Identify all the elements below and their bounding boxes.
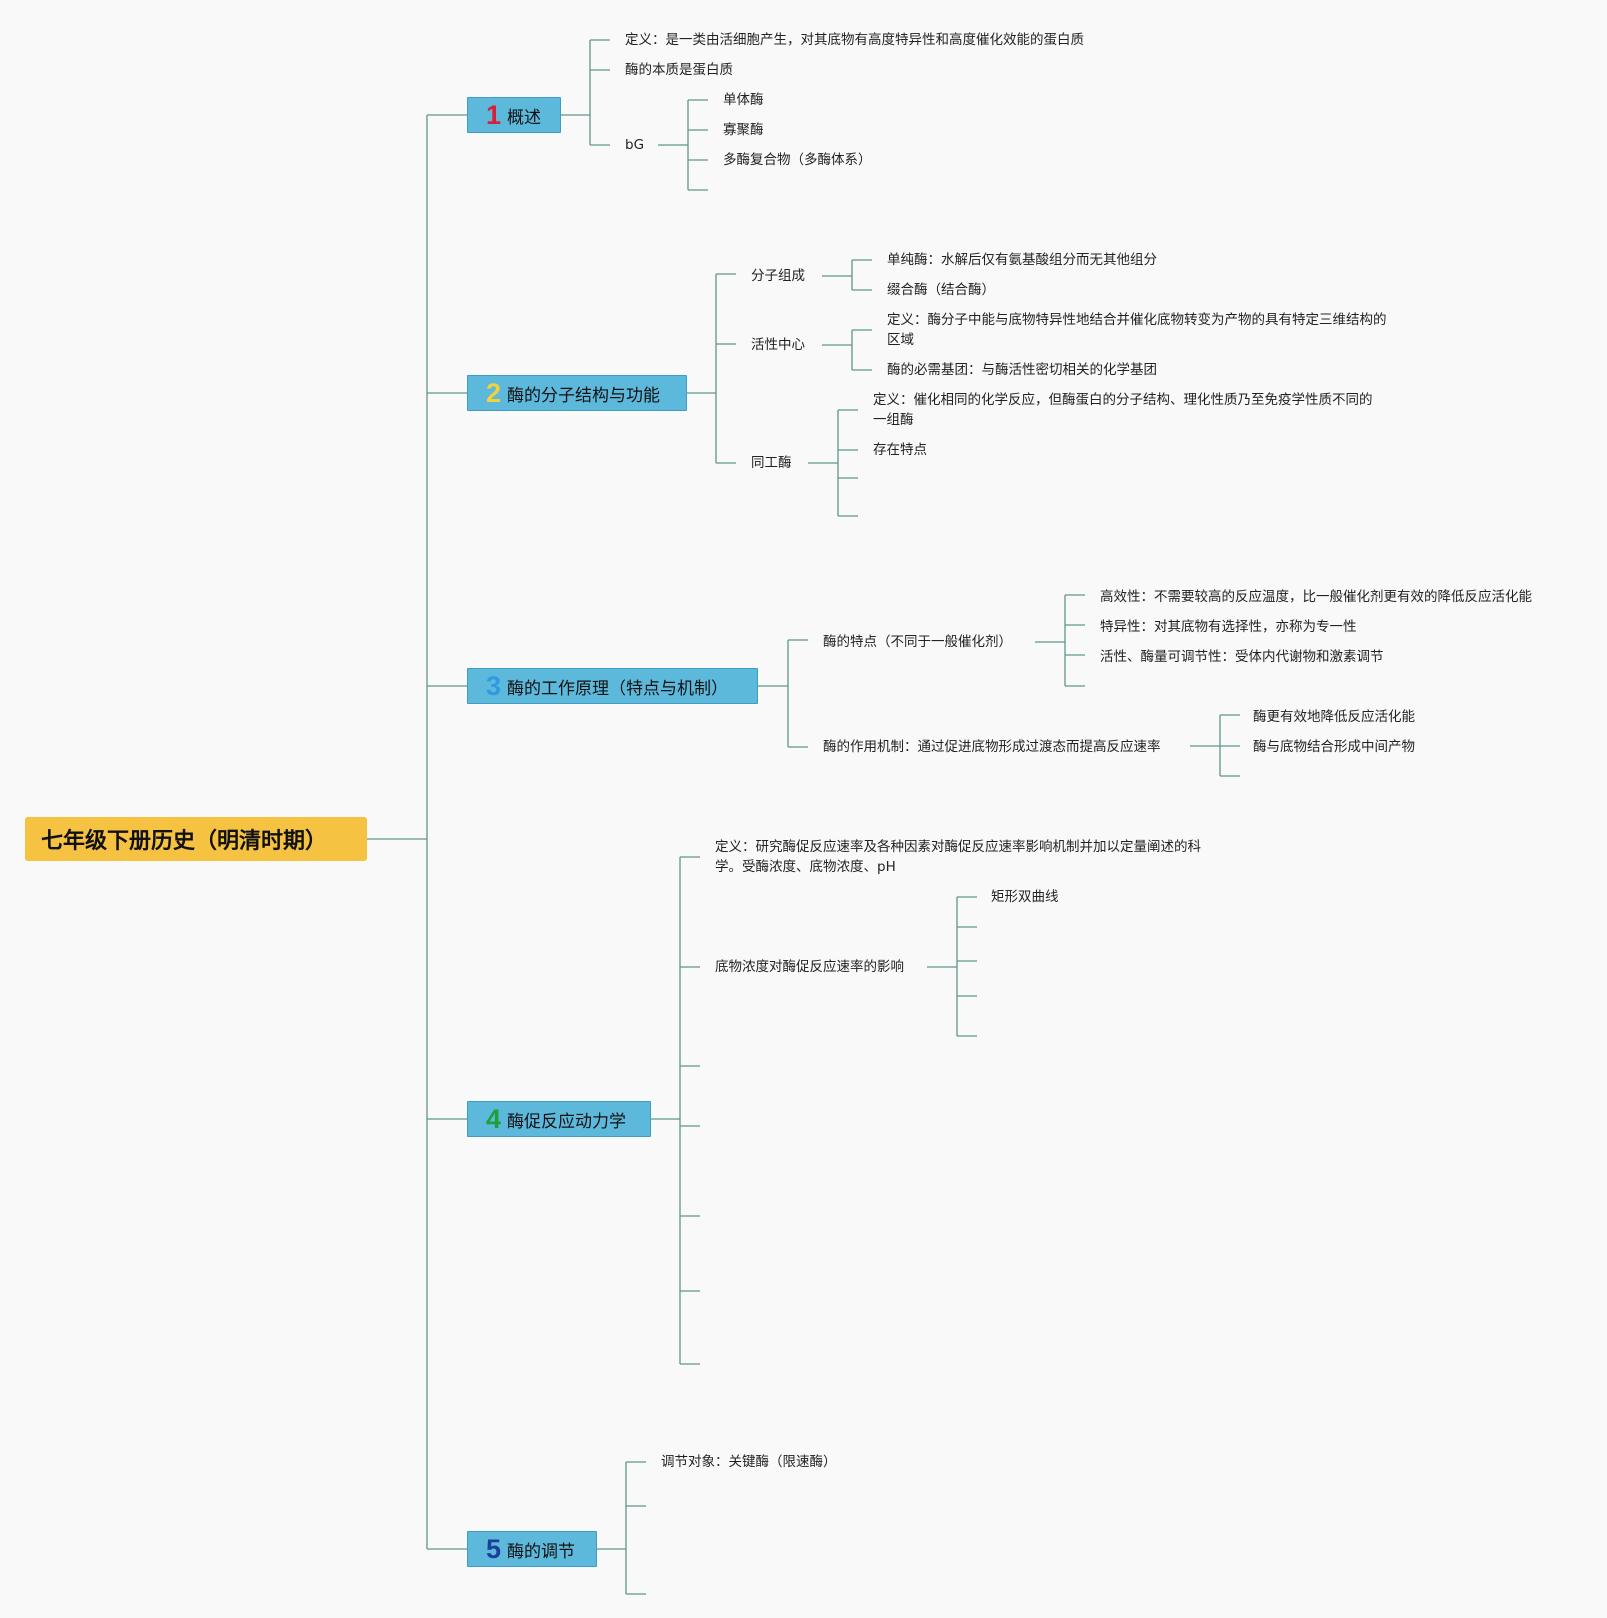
branch-2-structure-function[interactable]: 2 酶的分子结构与功能 bbox=[467, 375, 687, 411]
leaf-simple-enzyme[interactable]: 单纯酶：水解后仅有氨基酸组分而无其他组分 bbox=[887, 252, 1157, 268]
leaf-conjugated-enzyme[interactable]: 缀合酶（结合酶） bbox=[887, 282, 995, 298]
leaf-regulability[interactable]: 活性、酶量可调节性：受体内代谢物和激素调节 bbox=[1100, 649, 1384, 665]
branch-number: 4 bbox=[486, 1103, 502, 1134]
branch-number: 2 bbox=[486, 377, 502, 408]
leaf-lower-activation-energy[interactable]: 酶更有效地降低反应活化能 bbox=[1253, 709, 1415, 725]
branch-label: 酶的分子结构与功能 bbox=[507, 385, 661, 406]
leaf-monomeric-enzyme[interactable]: 单体酶 bbox=[723, 92, 764, 108]
branch-1-overview[interactable]: 1 概述 bbox=[467, 97, 561, 133]
leaf-intermediate-product[interactable]: 酶与底物结合形成中间产物 bbox=[1253, 739, 1415, 755]
leaf-existence-features[interactable]: 存在特点 bbox=[873, 442, 927, 458]
leaf-essential-groups[interactable]: 酶的必需基团：与酶活性密切相关的化学基团 bbox=[887, 362, 1157, 378]
subtopic-mechanism[interactable]: 酶的作用机制：通过促进底物形成过渡态而提高反应速率 bbox=[823, 739, 1161, 755]
leaf-active-center-definition[interactable]: 定义：酶分子中能与底物特异性地结合并催化底物转变为产物的具有特定三维结构的区域 bbox=[887, 312, 1387, 348]
subtopic-active-center[interactable]: 活性中心 bbox=[751, 337, 805, 353]
leaf-isoenzyme-definition[interactable]: 定义：催化相同的化学反应，但酶蛋白的分子结构、理化性质乃至免疫学性质不同的一组酶 bbox=[873, 392, 1373, 428]
subtopic-enzyme-features[interactable]: 酶的特点（不同于一般催化剂） bbox=[823, 634, 1012, 650]
branch-label: 酶促反应动力学 bbox=[507, 1111, 627, 1132]
subtopic-molecular-composition[interactable]: 分子组成 bbox=[751, 268, 805, 284]
leaf-kinetics-definition[interactable]: 定义：研究酶促反应速率及各种因素对酶促反应速率影响机制并加以定量阐述的科学。受酶… bbox=[715, 839, 1201, 875]
branch-number: 3 bbox=[486, 670, 502, 701]
leaf-specificity[interactable]: 特异性：对其底物有选择性，亦称为专一性 bbox=[1100, 619, 1357, 635]
branch-4-kinetics[interactable]: 4 酶促反应动力学 bbox=[467, 1101, 651, 1137]
subtopic-substrate-concentration[interactable]: 底物浓度对酶促反应速率的影响 bbox=[715, 959, 904, 975]
branch-number: 1 bbox=[486, 99, 502, 130]
leaf-definition[interactable]: 定义：是一类由活细胞产生，对其底物有高度特异性和高度催化效能的蛋白质 bbox=[625, 32, 1084, 48]
leaf-oligomeric-enzyme[interactable]: 寡聚酶 bbox=[723, 122, 764, 138]
leaf-multienzyme-complex[interactable]: 多酶复合物（多酶体系） bbox=[723, 152, 872, 168]
leaf-essence[interactable]: 酶的本质是蛋白质 bbox=[625, 62, 733, 78]
branch-number: 5 bbox=[486, 1533, 502, 1564]
branch-label: 概述 bbox=[507, 107, 542, 128]
leaf-regulation-target[interactable]: 调节对象：关键酶（限速酶） bbox=[661, 1454, 837, 1470]
leaf-high-efficiency[interactable]: 高效性：不需要较高的反应温度，比一般催化剂更有效的降低反应活化能 bbox=[1100, 589, 1532, 605]
branch-label: 酶的调节 bbox=[507, 1541, 576, 1562]
leaf-rectangular-hyperbola[interactable]: 矩形双曲线 bbox=[991, 889, 1059, 905]
branch-5-regulation[interactable]: 5 酶的调节 bbox=[467, 1531, 597, 1567]
leaf-bg[interactable]: bG bbox=[625, 137, 645, 153]
branch-label: 酶的工作原理（特点与机制） bbox=[507, 678, 729, 699]
root-topic[interactable]: 七年级下册历史（明清时期） bbox=[25, 817, 367, 861]
root-topic-label: 七年级下册历史（明清时期） bbox=[41, 829, 328, 854]
branch-3-working-principle[interactable]: 3 酶的工作原理（特点与机制） bbox=[467, 668, 758, 704]
subtopic-isoenzyme[interactable]: 同工酶 bbox=[751, 455, 792, 471]
